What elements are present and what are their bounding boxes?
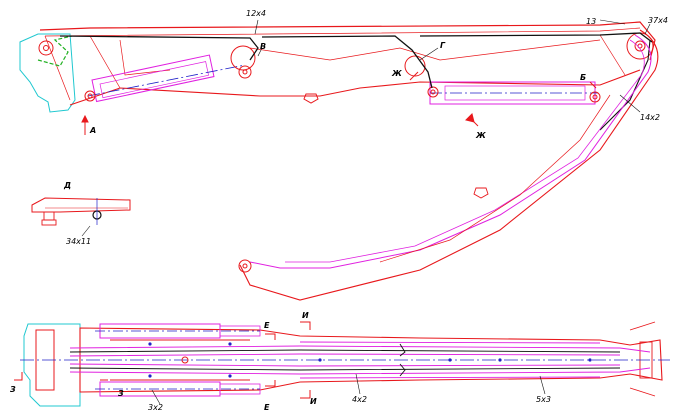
arm-pin-bottom xyxy=(238,259,252,273)
label-view-i-top: И xyxy=(302,311,309,320)
pivot-pins xyxy=(38,32,654,104)
label-hose-13: 13 xyxy=(586,17,596,26)
detail-d: Д 34x11 xyxy=(31,181,131,246)
boom-upper-chord xyxy=(39,21,656,61)
boom-elevation: 12x4 В Г 13 37x4 Ж Б 14x2 Ж А xyxy=(19,9,668,301)
label-hose-14x2: 14x2 xyxy=(640,113,660,122)
plan-boom-outline xyxy=(79,327,663,393)
label-detail-d: Д xyxy=(63,181,71,190)
arm-mid-pin xyxy=(473,187,489,199)
arm-outer xyxy=(239,29,659,301)
label-hose-34x11: 34x11 xyxy=(66,237,91,246)
arm-inner-hydraulic-2 xyxy=(285,39,645,263)
arm-lower-edge xyxy=(379,94,611,263)
view-arrows xyxy=(81,71,597,135)
boom-plan-view: Е Е И И З З 3x2 4x2 5x3 xyxy=(10,311,670,412)
label-view-z-right: З xyxy=(118,389,124,398)
label-view-e-top: Е xyxy=(264,321,270,330)
label-view-v: В xyxy=(260,42,266,51)
boom-diagonal xyxy=(249,34,626,76)
plan-section-arrows xyxy=(14,321,311,399)
label-view-b: Б xyxy=(580,73,586,82)
label-view-zh-bottom: Ж xyxy=(475,131,486,140)
label-hose-12x4: 12x4 xyxy=(246,9,266,18)
mount-bracket xyxy=(19,33,76,113)
label-hose-4x2: 4x2 xyxy=(352,395,367,404)
label-view-i-bottom: И xyxy=(310,397,317,406)
boom-upper-chord-inner xyxy=(44,27,641,37)
label-view-z-left: З xyxy=(10,385,16,394)
label-view-a: А xyxy=(89,126,96,135)
leader-lines xyxy=(254,19,651,113)
label-view-zh-top: Ж xyxy=(391,69,402,78)
boom-root-web xyxy=(44,35,171,101)
label-hose-37x4: 37x4 xyxy=(648,16,668,25)
label-view-e-bottom: Е xyxy=(264,403,270,412)
hose-main xyxy=(59,32,653,89)
arm-inner-hydraulic xyxy=(249,34,652,269)
plan-mount-bracket xyxy=(23,323,81,407)
arm-cylinder-right xyxy=(429,81,598,105)
plan-pins xyxy=(148,342,592,378)
plan-hose-bundle xyxy=(69,339,651,381)
hose-green xyxy=(37,35,73,67)
boom-cylinder-left xyxy=(87,54,246,103)
label-view-g: Г xyxy=(440,41,446,50)
label-hose-3x2: 3x2 xyxy=(148,403,163,412)
label-hose-5x3: 5x3 xyxy=(536,395,551,404)
